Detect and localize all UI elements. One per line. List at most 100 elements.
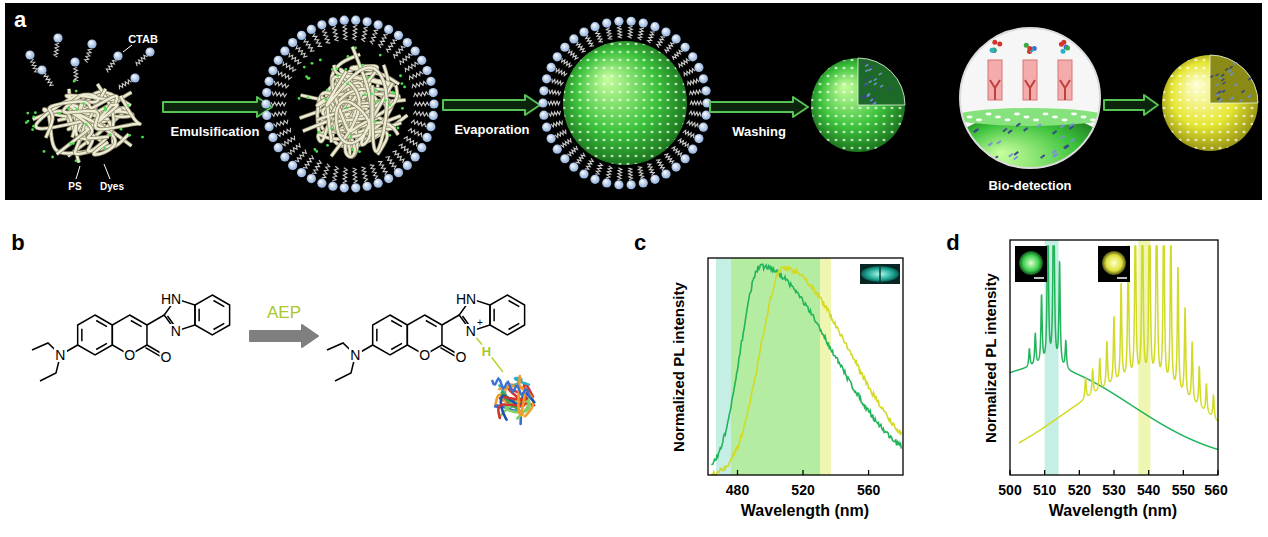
ctab-head	[362, 182, 371, 191]
ctab-head	[661, 27, 670, 36]
ctab-head	[422, 66, 431, 75]
tick-label: 550	[1172, 483, 1195, 497]
ctab-head	[614, 17, 623, 26]
protein	[1061, 49, 1066, 54]
ctab-head	[694, 63, 703, 72]
ctab-tail	[370, 30, 378, 44]
ctab-head	[417, 143, 426, 152]
ctab-tail	[74, 67, 78, 81]
ring-bond	[78, 315, 113, 355]
dye-molecule	[1216, 74, 1219, 76]
ctab-tail	[577, 42, 586, 52]
stage-solid-sphere	[538, 17, 711, 190]
atom-label: HN	[455, 292, 477, 306]
ctab-tail	[312, 160, 321, 173]
ctab-tail	[412, 81, 426, 88]
tick	[1009, 470, 1010, 475]
double-bond	[198, 309, 200, 321]
pore	[1100, 113, 1106, 116]
ctab-tail	[618, 26, 622, 38]
ctab-head	[145, 47, 154, 56]
ctab-head	[699, 74, 708, 83]
ctab-tail	[405, 62, 418, 72]
dye-molecule	[870, 99, 873, 101]
ctab-tail	[596, 31, 603, 42]
ctab-tail	[322, 164, 330, 178]
ctab-tail	[399, 144, 411, 155]
dye-dot	[58, 112, 61, 115]
dye-molecule	[1222, 90, 1225, 92]
dye-dot	[67, 107, 70, 110]
dye-dot	[314, 148, 317, 151]
dye-molecule	[865, 70, 868, 72]
ctab-tail	[333, 26, 339, 41]
ctab-tail	[679, 59, 690, 68]
panel-c-spectrum	[708, 258, 903, 475]
ctab-tail	[379, 35, 388, 48]
dye-molecule	[864, 84, 867, 86]
sphere-pores	[811, 58, 905, 152]
ctab-tail	[555, 130, 566, 138]
double-bond	[508, 323, 519, 329]
dye-dot	[374, 89, 377, 92]
ctab-tail	[414, 102, 429, 106]
detection-beam	[1023, 60, 1037, 100]
ctab-head	[394, 31, 403, 40]
dye-molecule	[1221, 74, 1224, 76]
part-name: Dyes	[100, 182, 124, 192]
dye-dot	[346, 82, 349, 85]
ctab-tail	[548, 101, 560, 105]
ctab-head	[288, 38, 297, 47]
dye-dot	[331, 68, 334, 71]
tick	[737, 470, 738, 475]
atom-label: HN	[160, 292, 182, 306]
ctab-head	[265, 77, 274, 86]
dye-dot	[358, 150, 361, 153]
tick	[1044, 470, 1045, 475]
dye-dot	[336, 68, 339, 71]
ctab-tail	[687, 121, 698, 128]
ctab-head	[274, 56, 283, 65]
dye-molecule	[1003, 128, 1007, 131]
dye-molecule	[1054, 154, 1058, 157]
dye-molecule	[1216, 94, 1219, 96]
inset-micrograph	[1098, 246, 1130, 282]
ctab-head	[694, 134, 703, 143]
double-bond	[391, 320, 402, 326]
dye-dot	[75, 159, 78, 162]
ctab-head	[672, 34, 681, 43]
part-name: CTAB	[128, 34, 158, 45]
part-name: PS	[68, 182, 81, 192]
ctab-head	[688, 145, 697, 154]
bio-detection-inset	[952, 108, 1108, 126]
dye-molecule	[870, 66, 873, 68]
dye-molecule	[864, 84, 867, 86]
enzyme-label: AEP	[267, 304, 301, 321]
ctab-head	[384, 174, 393, 183]
inset-border	[960, 28, 1100, 168]
dye-molecule	[980, 157, 984, 160]
dye-dot	[376, 100, 379, 103]
antibody	[1060, 80, 1070, 100]
ctab-tail	[106, 60, 116, 72]
ctab-tail	[595, 163, 602, 174]
dye-molecule	[1234, 62, 1237, 64]
pore	[1052, 116, 1058, 119]
ctab-head	[602, 178, 611, 187]
dye-molecule	[870, 102, 873, 104]
inset-glow	[861, 266, 899, 282]
ctab-tail	[288, 143, 300, 154]
ctab-head	[411, 46, 420, 55]
ctab-tail	[568, 49, 578, 59]
ctab-head	[113, 51, 122, 60]
dye-molecule	[1065, 145, 1069, 148]
double-bond	[96, 343, 107, 349]
ctab-tail	[278, 71, 292, 80]
cutaway	[858, 58, 905, 105]
dye-dot	[103, 146, 106, 149]
dye-dot	[76, 108, 79, 111]
dye-dot	[401, 107, 404, 110]
dye-molecule	[1053, 153, 1057, 156]
tick-label: 540	[1137, 483, 1160, 497]
